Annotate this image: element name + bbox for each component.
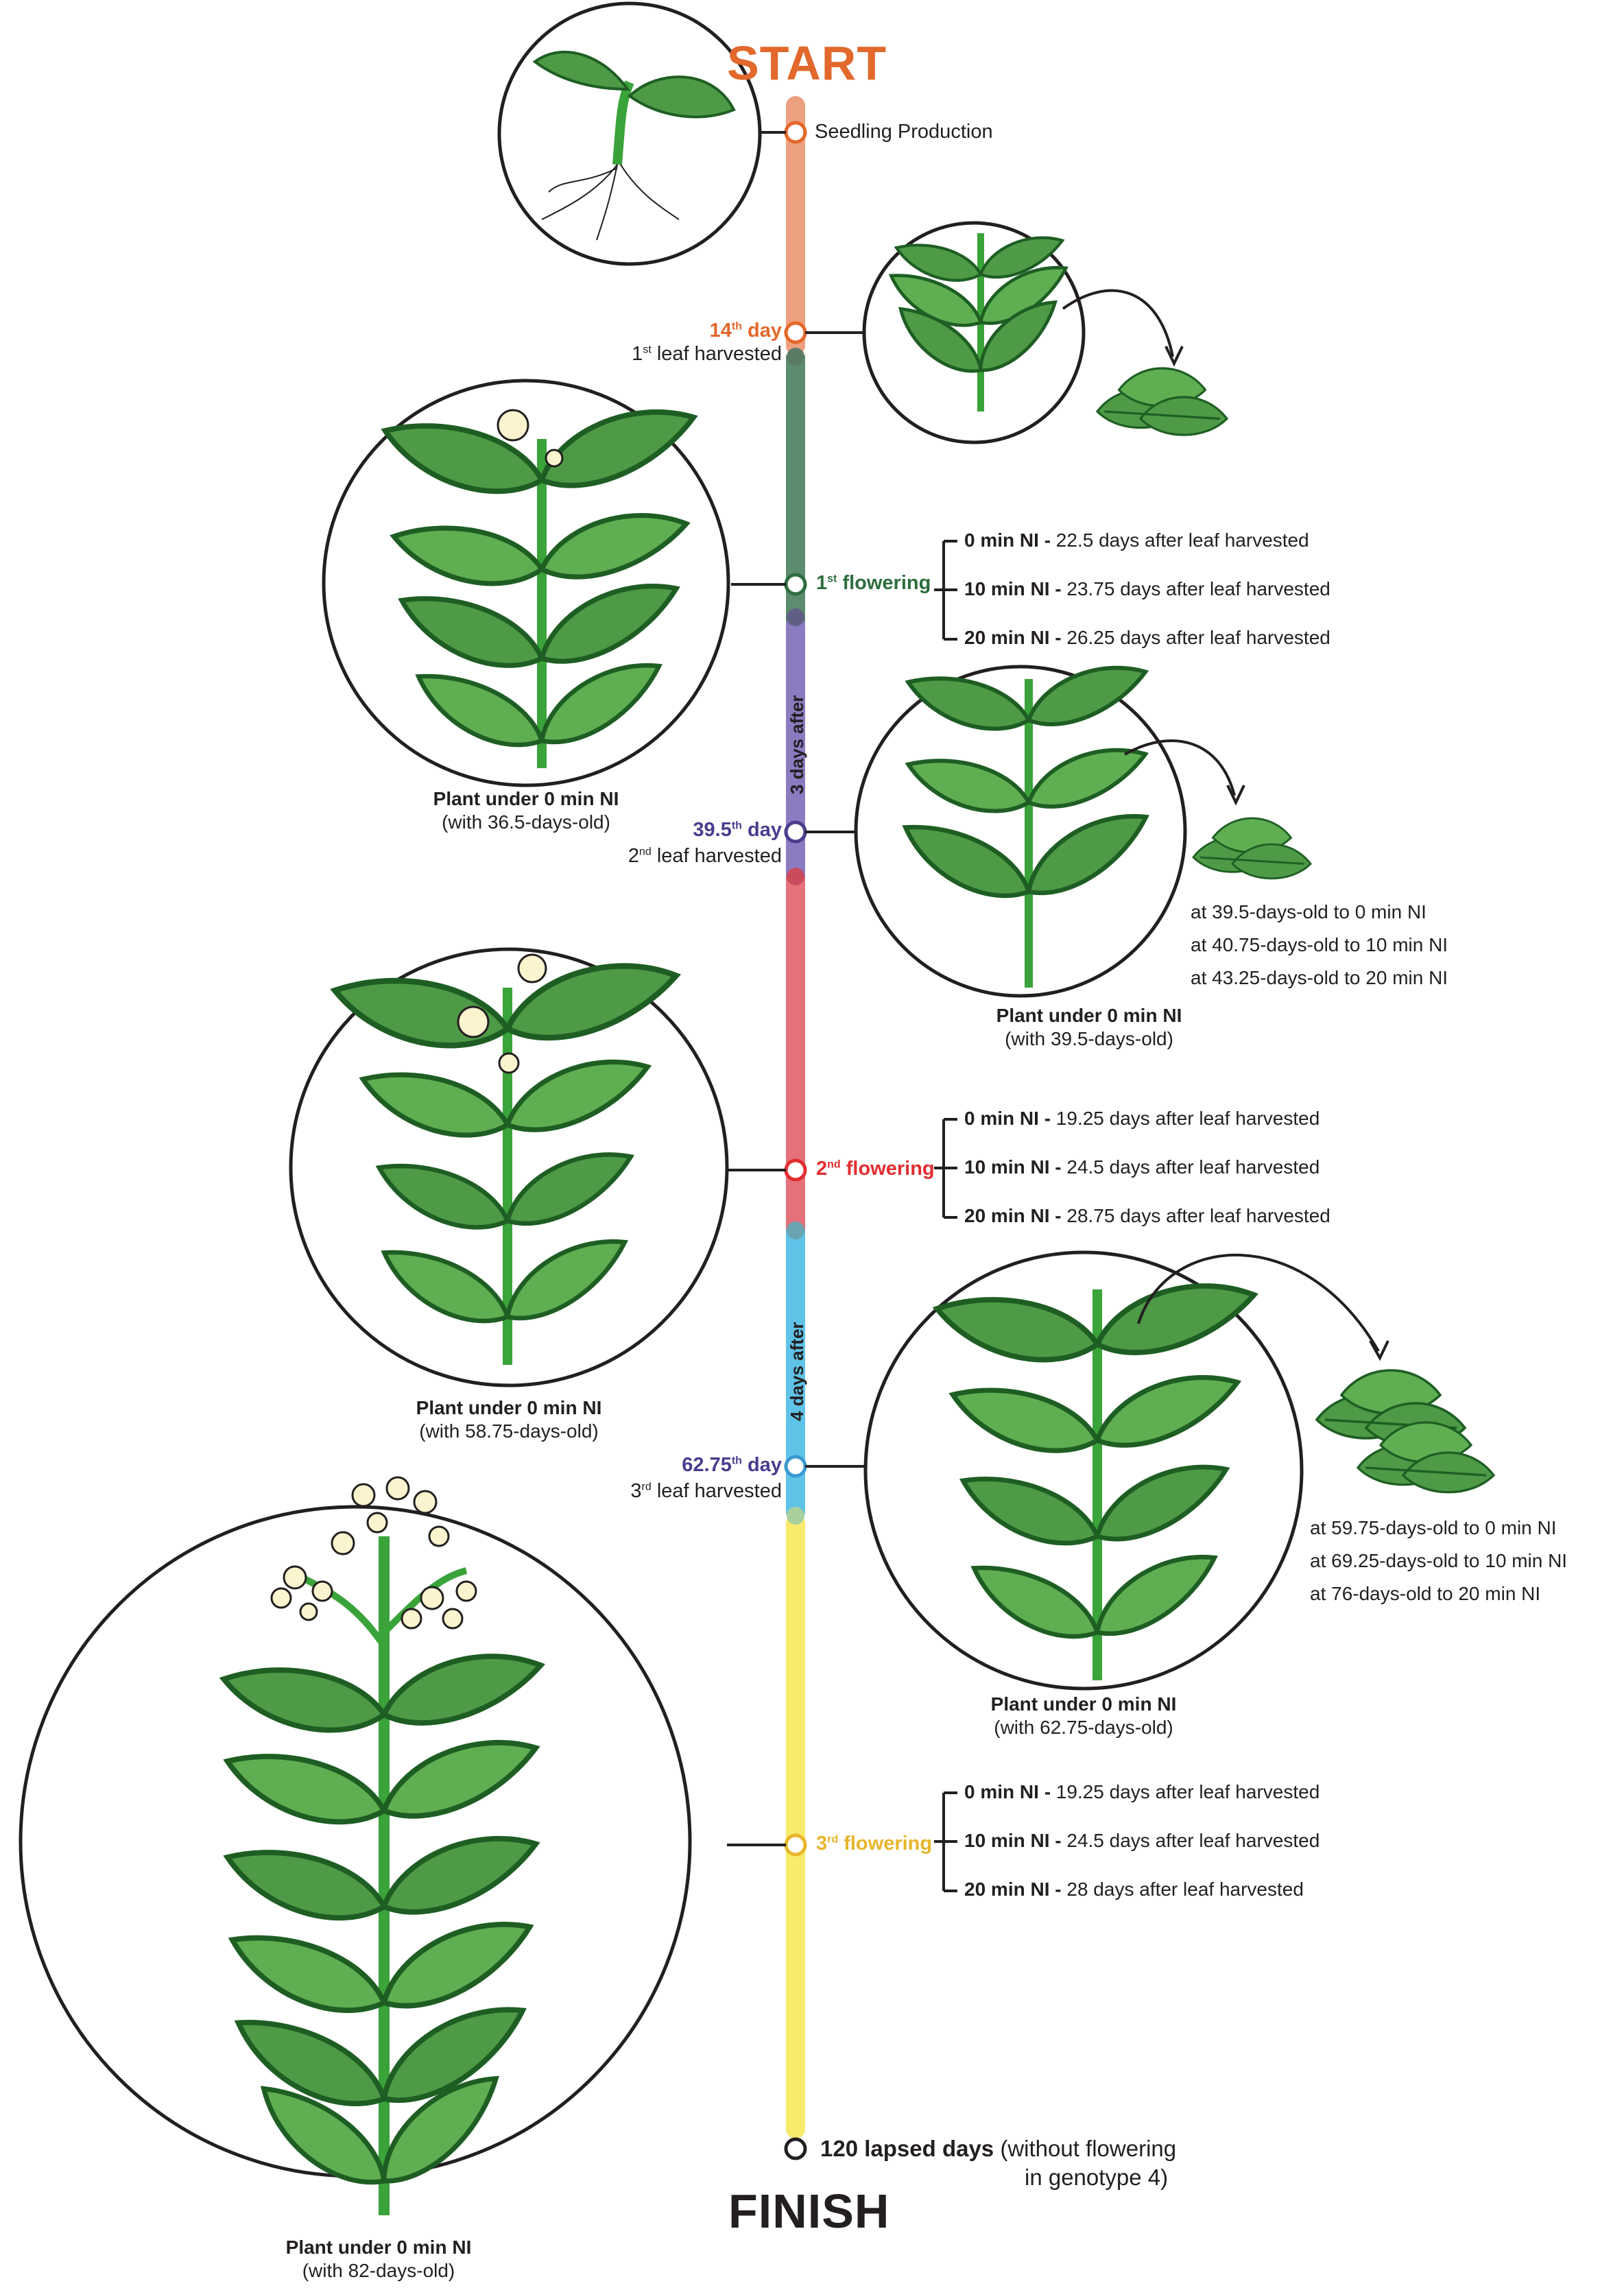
flowering-1-branch-0: 0 min NI - 22.5 days after leaf harveste…: [964, 529, 1309, 551]
flowering-2-branch-2: 20 min NI - 28.75 days after leaf harves…: [964, 1205, 1330, 1226]
flowering-3-branch-1: 10 min NI - 24.5 days after leaf harvest…: [964, 1830, 1320, 1851]
day-39-5-label: 39.5th day: [693, 819, 782, 841]
flowering-2-branch-1: 10 min NI - 24.5 days after leaf harvest…: [964, 1156, 1320, 1178]
finish-note-line2: in genotype 4): [1025, 2165, 1169, 2190]
day-14-label: 14th day: [709, 320, 782, 342]
flowering-3-branch-2: 20 min NI - 28 days after leaf harvested: [964, 1879, 1304, 1900]
finish-note: 120 lapsed days (without flowering: [820, 2136, 1177, 2161]
flowering-3-label: 3rd flowering: [816, 1833, 933, 1855]
plant-58-75-days-illustration: [289, 949, 729, 1387]
caption-plant-82: Plant under 0 min NI (with 82-days-old): [285, 2237, 472, 2281]
flowering-3-branch-0: 0 min NI - 19.25 days after leaf harvest…: [964, 1781, 1320, 1802]
harvest-3-age-0: at 59.75-days-old to 0 min NI: [1310, 1517, 1557, 1538]
day-62-75-label: 62.75th day: [682, 1454, 782, 1476]
flowering-2-branch-0: 0 min NI - 19.25 days after leaf harvest…: [964, 1108, 1320, 1129]
caption-plant-62-75: Plant under 0 min NI (with 62.75-days-ol…: [990, 1693, 1177, 1738]
harvest-3-age-1: at 69.25-days-old to 10 min NI: [1310, 1550, 1568, 1571]
harvest-2-age-1: at 40.75-days-old to 10 min NI: [1191, 934, 1448, 955]
leaf-harvest-3-label: 3rd leaf harvested: [630, 1480, 782, 1502]
harvest-2-age-0: at 39.5-days-old to 0 min NI: [1191, 901, 1426, 922]
timeline-bar: [786, 96, 805, 2138]
plant-36-5-days-illustration: [322, 379, 730, 787]
leaf-harvest-1-label: 1st leaf harvested: [632, 343, 782, 365]
flowering-1-label: 1st flowering: [816, 572, 931, 594]
caption-plant-58-75: Plant under 0 min NI (with 58.75-days-ol…: [416, 1397, 602, 1442]
flowering-1-branch-2: 20 min NI - 26.25 days after leaf harves…: [964, 627, 1330, 648]
plant-82-days-illustration: [19, 1476, 692, 2215]
plant-62-75-days-illustration: [863, 1250, 1495, 1691]
timeline-nodes: [784, 121, 807, 2160]
harvest-3-age-2: at 76-days-old to 20 min NI: [1310, 1583, 1541, 1604]
interval-3-days-label: 3 days after: [787, 695, 807, 794]
start-label: START: [727, 36, 887, 90]
seedling-production-label: Seedling Production: [815, 121, 993, 143]
interval-4-days-label: 4 days after: [787, 1322, 807, 1421]
flowering-2-label: 2nd flowering: [816, 1158, 935, 1180]
finish-label: FINISH: [728, 2184, 890, 2238]
flowering-1-branch-1: 10 min NI - 23.75 days after leaf harves…: [964, 578, 1330, 599]
leaf-harvest-2-label: 2nd leaf harvested: [628, 845, 782, 867]
caption-plant-39-5: Plant under 0 min NI (with 39.5-days-old…: [996, 1005, 1182, 1049]
seedling-illustration: [497, 1, 762, 266]
plant-14th-day-illustration: [862, 221, 1228, 444]
harvest-2-age-2: at 43.25-days-old to 20 min NI: [1191, 967, 1448, 988]
plant-39-5-days-illustration: [854, 653, 1312, 998]
caption-plant-36-5: Plant under 0 min NI (with 36.5-days-old…: [433, 788, 619, 833]
